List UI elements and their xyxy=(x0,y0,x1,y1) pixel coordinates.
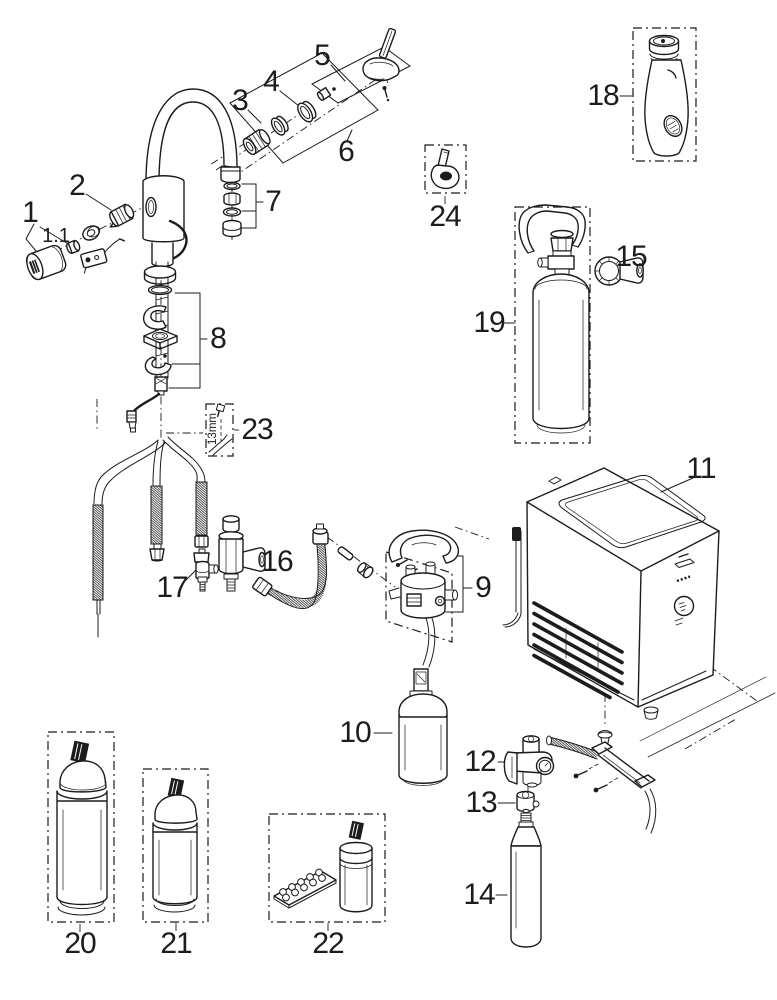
seal-ring-3 xyxy=(270,115,289,136)
retainer-clip xyxy=(144,356,172,376)
filter-cartridge-10 xyxy=(398,668,448,786)
carafe-18 xyxy=(644,34,689,157)
part-label-16: 16 xyxy=(261,545,293,578)
part-label-18: 18 xyxy=(587,79,619,112)
filter-cartridge-21 xyxy=(152,777,198,913)
horseshoe-washer xyxy=(142,305,167,330)
part-label-22: 22 xyxy=(312,927,344,960)
screw-dot xyxy=(332,87,336,91)
handle-parts-group xyxy=(25,203,135,281)
aerator-3 xyxy=(242,128,271,156)
filter-head xyxy=(388,561,458,619)
service-tool-5 xyxy=(362,27,400,102)
connector-pin xyxy=(337,546,354,561)
carafe-badge xyxy=(663,114,683,138)
control-panel xyxy=(673,553,695,626)
mounting-stack-8 xyxy=(126,265,178,433)
handle-clamp xyxy=(80,238,125,274)
braided-connection-hose xyxy=(252,523,374,609)
wall-bracket xyxy=(388,529,460,564)
co2-adapter-15 xyxy=(594,256,644,286)
box-part-22 xyxy=(268,813,386,923)
vent-grille xyxy=(532,601,624,700)
pressure-regulator-12 xyxy=(503,735,555,788)
part-label-17: 17 xyxy=(156,571,188,604)
handle-clip-24 xyxy=(430,148,460,190)
mounting-tool-23 xyxy=(208,403,233,456)
alignment-lines xyxy=(639,676,776,758)
part-label-4: 4 xyxy=(263,65,280,98)
cable-to-plug xyxy=(132,392,161,413)
faucet-body xyxy=(142,175,185,243)
side-channel xyxy=(515,528,522,615)
cleaning-cartridge-kit-22 xyxy=(273,820,373,913)
handle-flange xyxy=(82,225,101,241)
part-label-15: 15 xyxy=(615,240,647,273)
faucet-shank xyxy=(151,242,174,268)
part-label-13: 13 xyxy=(465,786,497,819)
angle-valve-16 xyxy=(218,515,266,592)
part-label-7: 7 xyxy=(265,185,282,218)
top-clip xyxy=(548,476,562,485)
aerator-parts-group xyxy=(242,27,400,156)
small-adapter-5 xyxy=(316,86,332,101)
handle-insert-1-1 xyxy=(66,239,81,254)
handle-knob-1 xyxy=(25,244,67,281)
part-label-20: 20 xyxy=(64,927,96,960)
part-label-6: 6 xyxy=(338,135,355,168)
spout-outlet xyxy=(220,166,241,184)
filter-head-assembly-9 xyxy=(388,529,460,668)
hose-elbow-fitting xyxy=(312,523,329,545)
box-part-20 xyxy=(47,731,115,923)
part-label-21: 21 xyxy=(160,927,192,960)
part-label-3: 3 xyxy=(232,84,249,117)
power-plug xyxy=(126,410,137,433)
part-label-1-1: 1.1 xyxy=(42,225,70,247)
part-label-9: 9 xyxy=(475,571,492,604)
part-label-11: 11 xyxy=(686,452,716,485)
handle-cartridge-2 xyxy=(109,203,135,228)
part-label-5: 5 xyxy=(314,39,331,72)
ring-4 xyxy=(297,100,317,123)
part-label-8: 8 xyxy=(210,322,227,355)
outlet-seal-stack-7 xyxy=(222,181,242,238)
part-label-23: 23 xyxy=(241,413,273,446)
filter-cartridge-20 xyxy=(56,740,108,916)
part-label-24: 24 xyxy=(429,200,461,233)
cooler-feet xyxy=(597,706,659,745)
box-part-18 xyxy=(632,27,697,162)
top-recess xyxy=(558,474,706,549)
hose-end-nut xyxy=(194,535,209,548)
hose-guide-strap xyxy=(546,735,657,834)
hose-connector-block xyxy=(154,376,168,392)
box-part-24 xyxy=(424,144,467,194)
regulator-adapter-13 xyxy=(516,790,540,813)
part-label-19: 19 xyxy=(473,306,505,339)
box-part-21 xyxy=(142,768,209,923)
part-label-14: 14 xyxy=(463,878,495,911)
part-label-10: 10 xyxy=(339,716,371,749)
quick-connector xyxy=(357,562,374,579)
part-label-1: 1 xyxy=(22,196,39,229)
handle-mount-hole xyxy=(145,196,157,218)
hose-connector-17 xyxy=(193,548,219,592)
wrench-size-label: 13mm xyxy=(207,413,219,445)
co2-bottle-14 xyxy=(510,808,542,948)
part-label-2: 2 xyxy=(69,169,86,202)
supply-hoses xyxy=(92,436,209,638)
box-part-19 xyxy=(514,206,591,444)
leader-lines xyxy=(25,46,694,896)
mounting-bolt xyxy=(149,543,165,562)
part-label-12: 12 xyxy=(464,745,496,778)
co2-cylinder-19 xyxy=(518,204,590,434)
cooler-unit-11 xyxy=(502,467,776,758)
